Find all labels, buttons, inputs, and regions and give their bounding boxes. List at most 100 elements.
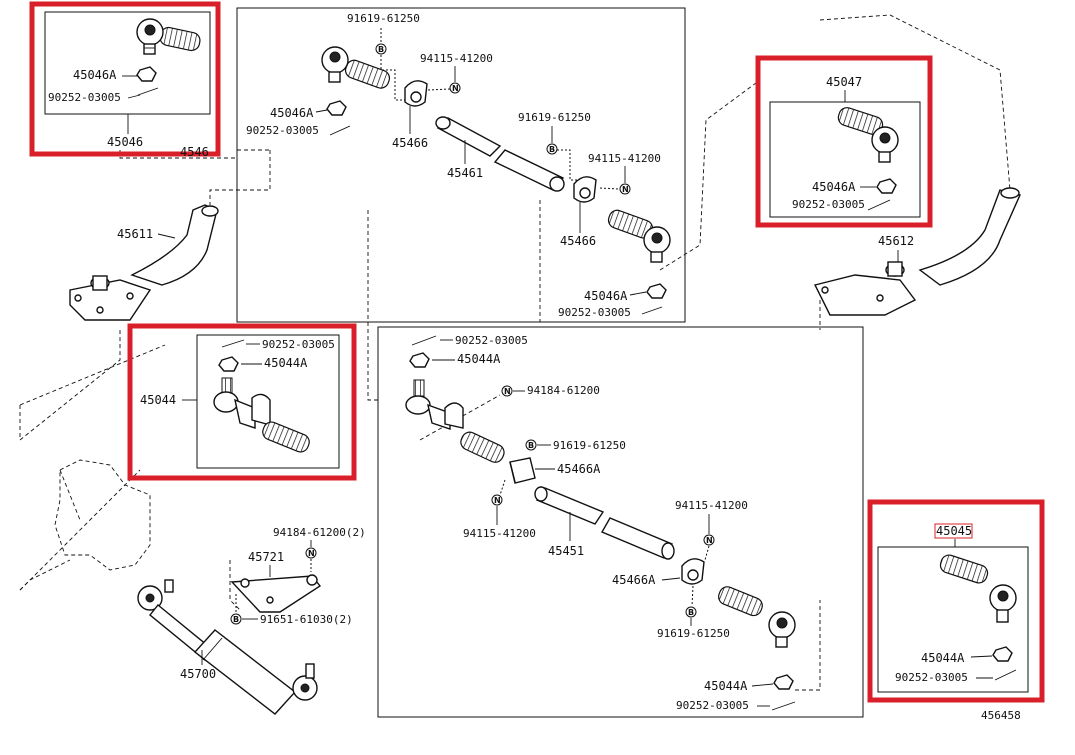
- label-top-bolt2: 91619-61250: [518, 111, 591, 124]
- label-d-bolt: 91651-61030(2): [260, 613, 353, 626]
- diagram-id: 456458: [981, 709, 1021, 722]
- pin-top-a[interactable]: [329, 125, 351, 136]
- nut-45046a-tr[interactable]: [876, 178, 897, 194]
- bolt-symbol-center-1[interactable]: B: [525, 439, 537, 451]
- tie-rod-end-45044[interactable]: [213, 377, 312, 454]
- steering-gear-box: [19, 459, 151, 591]
- label-br-main: 45045: [936, 524, 972, 538]
- tie-rod-end-center-right[interactable]: [716, 584, 796, 648]
- label-tr-nut: 45046A: [812, 180, 856, 194]
- nut-symbol-top-1[interactable]: N: [449, 82, 461, 94]
- bolt-symbol-top-2[interactable]: B: [546, 143, 558, 155]
- label-arm-right: 45612: [878, 234, 914, 248]
- svg-text:N: N: [706, 536, 713, 545]
- nut-symbol-damper[interactable]: N: [305, 547, 317, 559]
- tube-45451[interactable]: [534, 486, 675, 560]
- label-br-pin: 90252-03005: [895, 671, 968, 684]
- label-tl-main: 45046: [107, 135, 143, 149]
- label-c-clamp1: 45466A: [557, 462, 601, 476]
- damper-45700[interactable]: [137, 579, 318, 715]
- nut-45044a-br[interactable]: [992, 646, 1013, 662]
- label-d-damper: 45700: [180, 667, 216, 681]
- svg-text:N: N: [494, 496, 501, 505]
- nut-45046a-top-b[interactable]: [646, 283, 667, 299]
- label-c-bolt2: 91619-61250: [657, 627, 730, 640]
- nut-symbol-center-1[interactable]: N: [501, 385, 513, 397]
- tie-rod-end-top-left[interactable]: [321, 46, 392, 90]
- bolt-symbol-damper[interactable]: B: [230, 613, 242, 625]
- svg-text:B: B: [549, 145, 555, 154]
- label-c-nut-n3: 94115-41200: [675, 499, 748, 512]
- svg-text:N: N: [308, 549, 315, 558]
- clamp-45466a-center-1[interactable]: [509, 457, 536, 484]
- label-d-bracket: 45721: [248, 550, 284, 564]
- label-ml-nut: 45044A: [264, 356, 308, 370]
- svg-text:N: N: [622, 185, 629, 194]
- dashed-leaders: [19, 14, 1011, 691]
- label-c-pin-top: 90252-03005: [455, 334, 528, 347]
- nut-45046a-top[interactable]: [326, 100, 347, 116]
- label-top-clamp1: 45466: [392, 136, 428, 150]
- svg-text:B: B: [378, 45, 384, 54]
- label-d-nut: 94184-61200(2): [273, 526, 366, 539]
- clamp-45466-top-2[interactable]: [573, 176, 597, 203]
- nut-symbol-center-2[interactable]: N: [491, 494, 503, 506]
- label-top-pin-b: 90252-03005: [558, 306, 631, 319]
- tube-45461[interactable]: [435, 116, 565, 192]
- tie-rod-end-45046[interactable]: [136, 18, 201, 55]
- svg-text:B: B: [688, 608, 694, 617]
- pin-ml[interactable]: [221, 339, 245, 348]
- highlight-45045: [867, 499, 1045, 703]
- svg-text:B: B: [528, 441, 534, 450]
- svg-text:N: N: [504, 387, 511, 396]
- label-c-pin-bot: 90252-03005: [676, 699, 749, 712]
- frame-tl-inner: [44, 11, 211, 115]
- label-c-tube: 45451: [548, 544, 584, 558]
- label-ml-main: 45044: [140, 393, 176, 407]
- nut-45046a-tl[interactable]: [136, 66, 157, 82]
- clamp-45466a-center-2[interactable]: [681, 558, 705, 585]
- bolt-symbol-center-2[interactable]: B: [685, 606, 697, 618]
- pin-center-top[interactable]: [411, 335, 437, 346]
- tie-rod-end-top-right[interactable]: [606, 208, 671, 263]
- label-c-bolt1: 91619-61250: [553, 439, 626, 452]
- frame-top: [236, 7, 686, 323]
- svg-text:B: B: [233, 615, 239, 624]
- label-top-frame: 4546: [180, 145, 209, 159]
- label-c-nut-n1: 94184-61200: [527, 384, 600, 397]
- highlight-45047: [755, 55, 933, 228]
- pin-tr[interactable]: [867, 199, 891, 211]
- nut-symbol-center-3[interactable]: N: [703, 534, 715, 546]
- label-br-nut: 45044A: [921, 651, 965, 665]
- label-tr-pin: 90252-03005: [792, 198, 865, 211]
- pin-tl[interactable]: [137, 87, 159, 96]
- nut-45044a-center-bot[interactable]: [773, 674, 794, 690]
- bracket-45721[interactable]: [230, 574, 322, 613]
- bolt-symbol-top-1[interactable]: B: [375, 43, 387, 55]
- label-top-nut-a: 45046A: [270, 106, 314, 120]
- arm-45612[interactable]: [813, 187, 1021, 316]
- label-tl-nut: 45046A: [73, 68, 117, 82]
- pin-center-bot[interactable]: [771, 701, 796, 711]
- label-tl-pin: 90252-03005: [48, 91, 121, 104]
- label-top-nut1: 94115-41200: [420, 52, 493, 65]
- label-c-nut-n2: 94115-41200: [463, 527, 536, 540]
- nut-45044a-center-top[interactable]: [409, 352, 430, 368]
- tie-rod-end-center-left[interactable]: [405, 379, 507, 465]
- svg-text:N: N: [452, 84, 459, 93]
- arm-45611[interactable]: [69, 204, 219, 321]
- label-ml-pin: 90252-03005: [262, 338, 335, 351]
- nut-symbol-top-2[interactable]: N: [619, 183, 631, 195]
- clamp-45466-top-1[interactable]: [404, 80, 428, 107]
- tie-rod-end-45045[interactable]: [938, 553, 1017, 623]
- label-top-clamp2: 45466: [560, 234, 596, 248]
- label-top-nut2: 94115-41200: [588, 152, 661, 165]
- label-c-clamp2: 45466A: [612, 573, 656, 587]
- pin-br[interactable]: [994, 669, 1017, 681]
- frame-ml-inner: [196, 334, 340, 469]
- frame-center: [377, 326, 864, 718]
- label-tr-main: 45047: [826, 75, 862, 89]
- nut-45044a-ml[interactable]: [218, 356, 239, 372]
- tie-rod-end-45047[interactable]: [836, 106, 899, 163]
- pin-top-b[interactable]: [641, 306, 663, 315]
